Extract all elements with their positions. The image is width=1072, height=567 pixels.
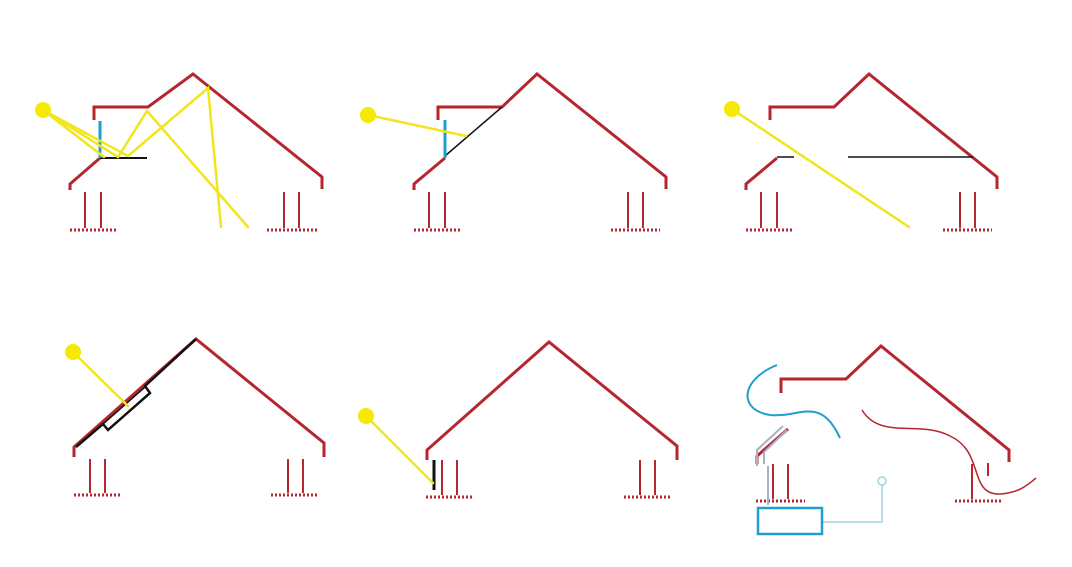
panel-4-collector-inner bbox=[102, 386, 146, 425]
panel-6-roof bbox=[755, 344, 1011, 464]
panel-5-post-left bbox=[426, 460, 474, 499]
panel-1-ray-a bbox=[41, 108, 250, 229]
panel-6-pipe bbox=[822, 485, 883, 523]
panel-4-post-left bbox=[74, 459, 122, 497]
panel-3-ray bbox=[730, 107, 911, 229]
panel-2 bbox=[360, 72, 668, 232]
panel-2-sun-icon bbox=[360, 107, 376, 123]
panel-2-roof bbox=[412, 72, 668, 190]
panel-1-ray-c bbox=[41, 108, 106, 159]
panel-5-sun-icon bbox=[358, 408, 374, 424]
panel-6 bbox=[746, 344, 1037, 536]
panel-1 bbox=[35, 72, 324, 232]
panel-4-roof bbox=[72, 337, 326, 457]
panel-6-duct bbox=[756, 425, 788, 505]
panel-1-post-left bbox=[70, 192, 118, 232]
panel-3 bbox=[724, 72, 999, 232]
panel-1-post-right bbox=[267, 192, 317, 232]
panel-1-ray-b bbox=[41, 85, 223, 229]
panel-2-post-right bbox=[611, 192, 660, 232]
panel-4-ray bbox=[71, 350, 130, 408]
panel-4-sun-icon bbox=[65, 344, 81, 360]
panel-6-post-left bbox=[756, 464, 805, 503]
panel-3-post-left bbox=[746, 192, 794, 232]
panel-3-sun-icon bbox=[724, 101, 740, 117]
panel-4 bbox=[65, 337, 326, 497]
panel-5 bbox=[358, 340, 679, 499]
panel-6-valve-icon bbox=[877, 476, 887, 486]
panel-4-collector-outline bbox=[75, 338, 197, 448]
panel-5-post-right bbox=[624, 460, 672, 499]
panel-6-heat-flow-curve bbox=[861, 409, 1037, 495]
panel-3-roof bbox=[744, 72, 999, 190]
panel-6-air-flow-curve bbox=[746, 364, 841, 439]
panel-6-storage-tank bbox=[756, 506, 824, 536]
panel-2-ray bbox=[366, 113, 468, 138]
panel-2-post-left bbox=[414, 192, 462, 232]
panel-4-post-right bbox=[271, 459, 319, 497]
panel-2-glazed-slope bbox=[444, 106, 503, 157]
panel-5-ray bbox=[364, 414, 435, 485]
panel-1-roof bbox=[68, 72, 324, 190]
panel-1-sun-icon bbox=[35, 102, 51, 118]
panel-5-roof bbox=[425, 340, 679, 460]
panel-3-post-right bbox=[943, 192, 992, 232]
panel-6-post-right bbox=[955, 464, 1003, 503]
